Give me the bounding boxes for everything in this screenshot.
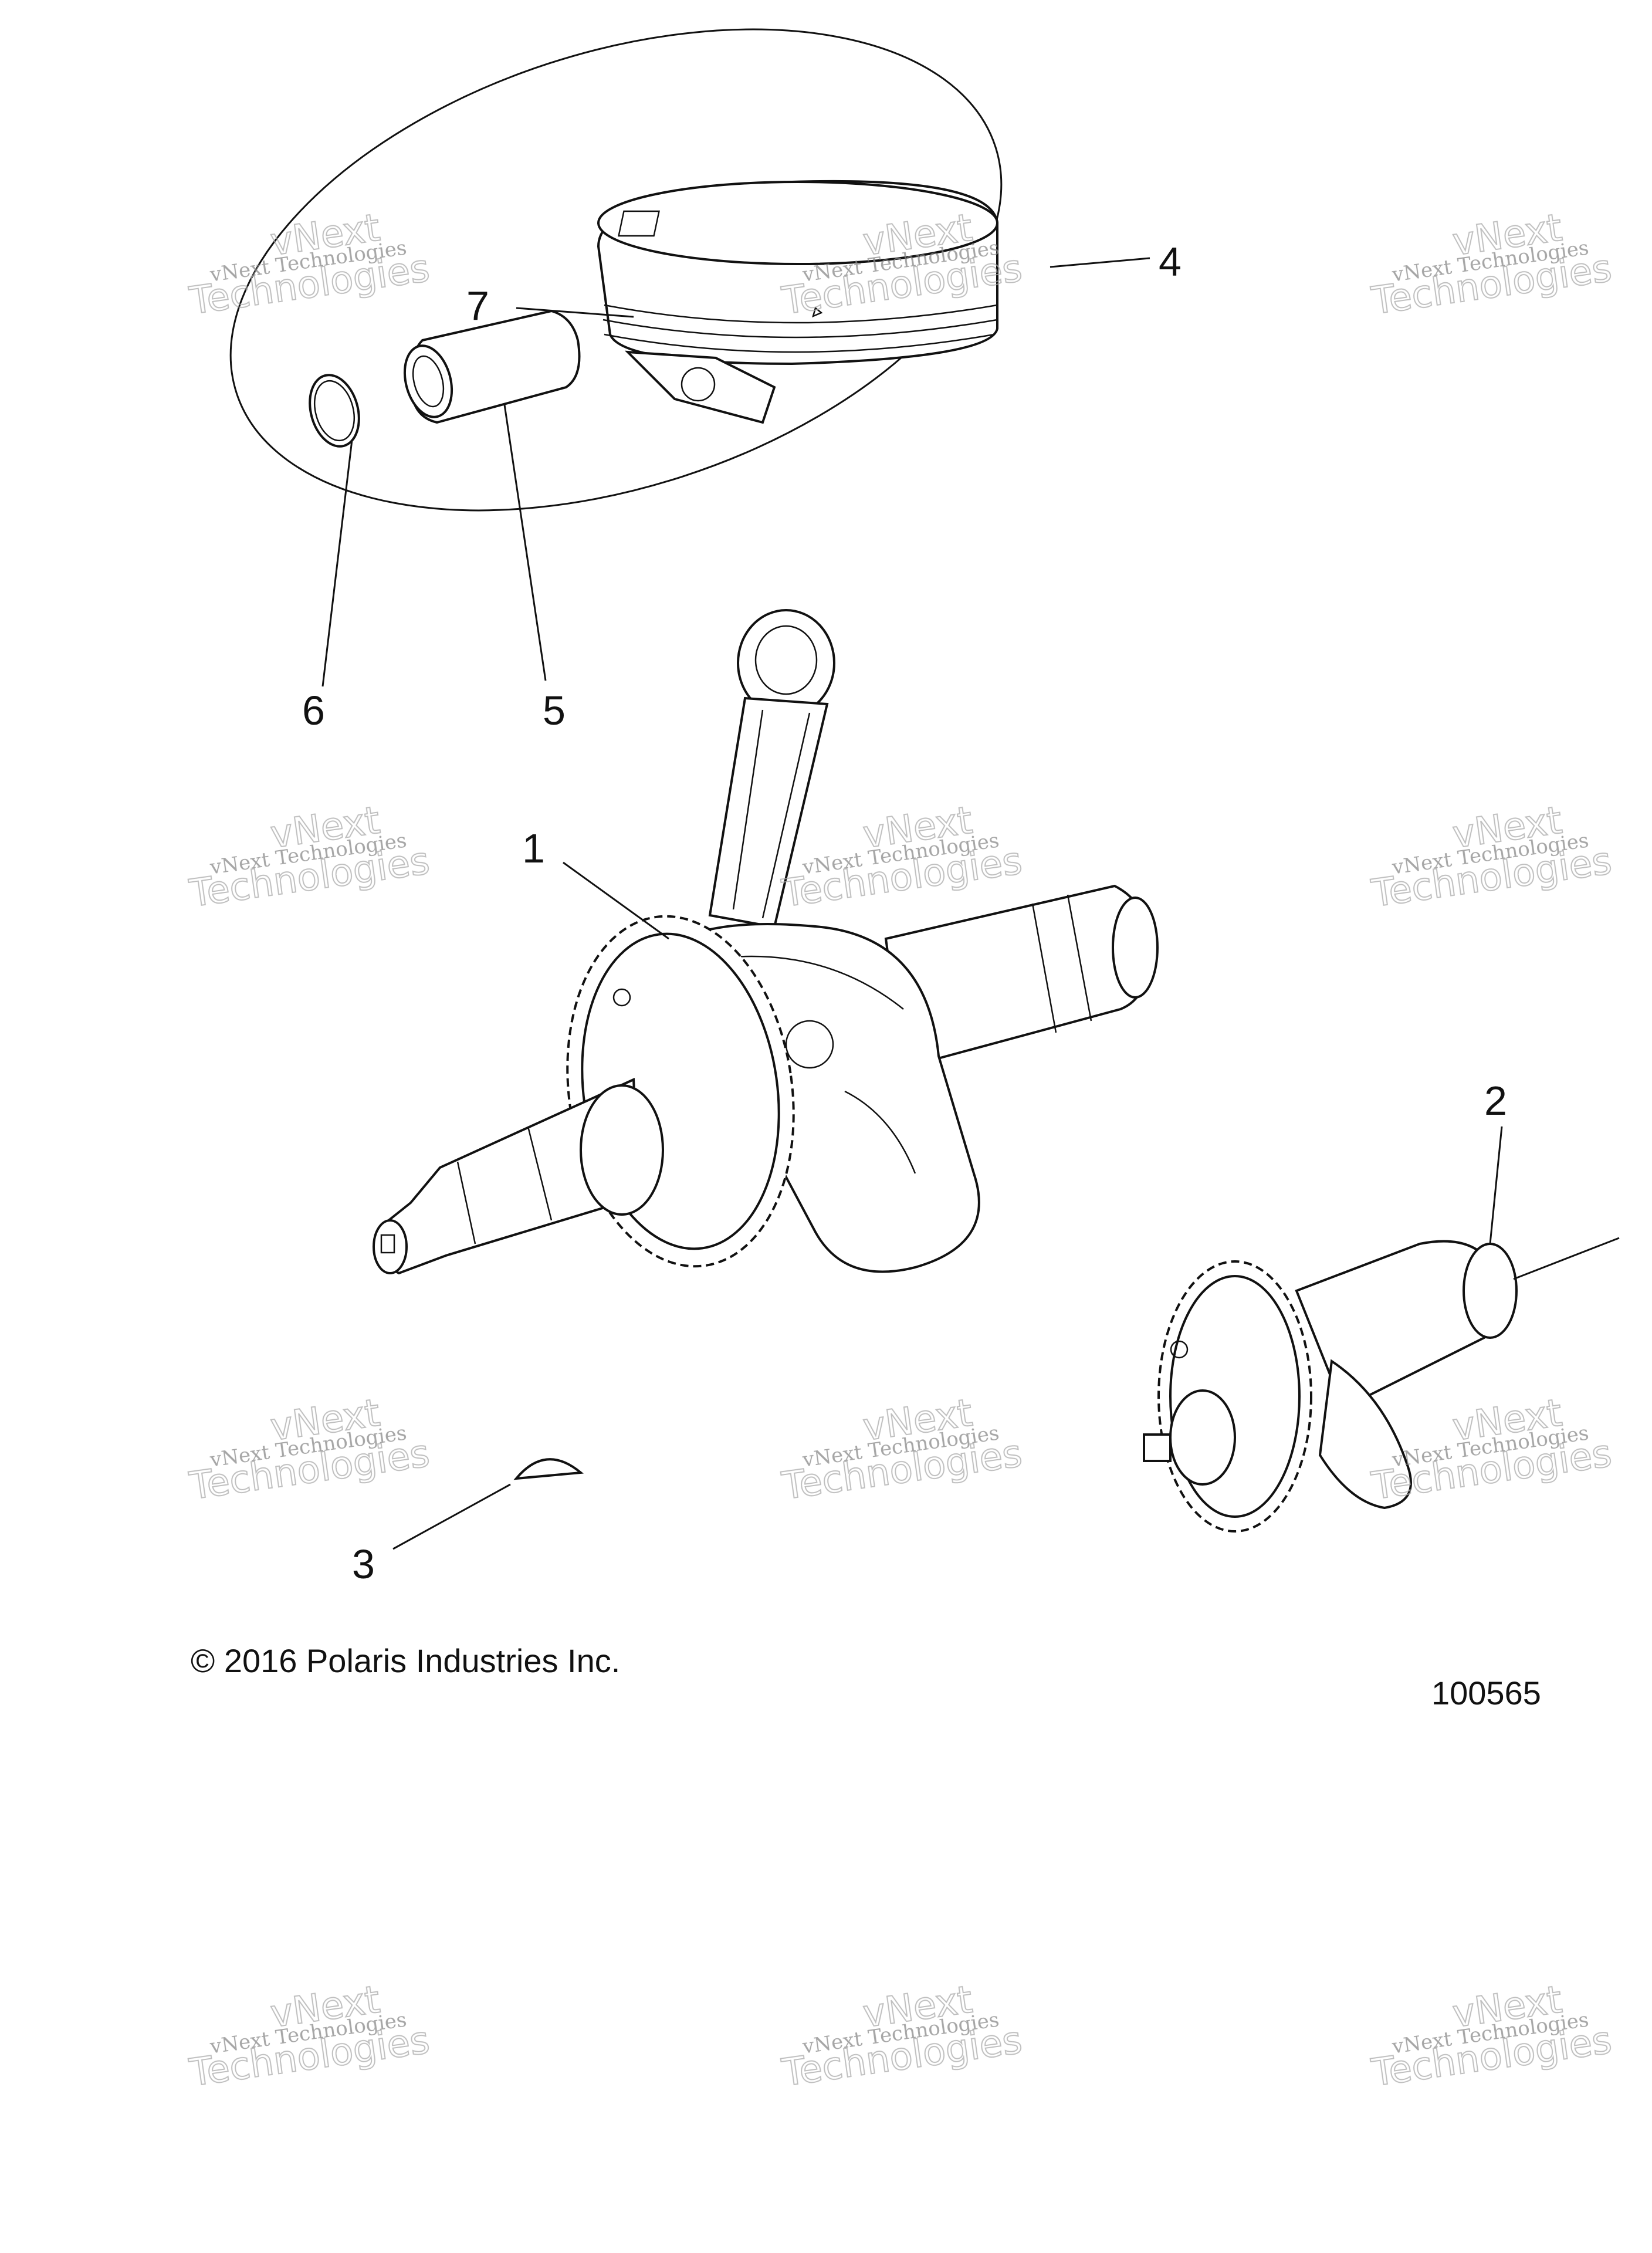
- leader-lines: [321, 257, 1620, 1550]
- callout-7: 7: [466, 283, 489, 329]
- callout-6: 6: [302, 688, 325, 733]
- piston: [597, 180, 998, 424]
- woodruff-key: [513, 1458, 584, 1480]
- piston-group-ellipse: [229, 28, 1003, 512]
- callout-2: 2: [1484, 1078, 1507, 1124]
- copyright-text: © 2016 Polaris Industries Inc.: [191, 1642, 620, 1679]
- piston-pin: [403, 309, 581, 424]
- piston-crown-mark: [618, 210, 660, 237]
- callout-3: 3: [352, 1541, 375, 1587]
- callout-1: 1: [522, 826, 545, 871]
- callout-4: 4: [1159, 239, 1182, 285]
- figure-number: 100565: [1431, 1674, 1541, 1711]
- circlip: [309, 374, 360, 448]
- callout-5: 5: [543, 688, 566, 733]
- crankshaft-assembly: [373, 609, 1159, 1275]
- balance-shaft: [1143, 1240, 1518, 1533]
